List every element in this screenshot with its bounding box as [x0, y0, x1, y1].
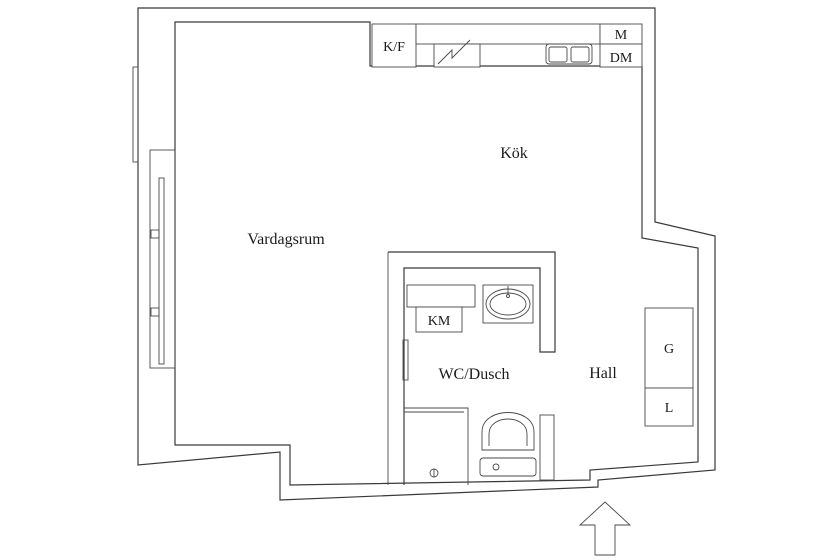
kitchen-fixtures	[371, 23, 643, 68]
label-fridge-freezer: K/F	[383, 40, 405, 55]
floor-drain-icon	[429, 468, 439, 478]
room-label-bath: WC/Dusch	[438, 366, 509, 383]
room-label-kitchen: Kök	[500, 145, 528, 162]
entrance-arrow-icon	[578, 501, 632, 556]
bathroom-fixtures	[406, 284, 537, 478]
wardrobe-l	[644, 387, 694, 427]
hall-wardrobes	[644, 307, 694, 427]
dishwasher	[599, 43, 643, 68]
label-wardrobe-g: G	[664, 342, 674, 357]
toilet-icon	[479, 412, 537, 477]
wardrobe-g	[644, 307, 694, 389]
label-microwave: M	[615, 28, 628, 43]
washing-machine	[415, 306, 463, 333]
outer-walls	[137, 7, 716, 501]
sink-icon	[545, 43, 593, 65]
room-label-hall: Hall	[589, 365, 617, 382]
label-wardrobe-l: L	[665, 401, 674, 416]
windows	[132, 66, 176, 369]
washbasin-icon	[485, 286, 531, 320]
fridge-freezer	[371, 23, 417, 68]
bathroom-walls	[387, 251, 556, 485]
room-label-living: Vardagsrum	[247, 231, 325, 248]
label-dishwasher: DM	[610, 51, 633, 66]
label-washer: KM	[428, 314, 451, 329]
stove-icon	[437, 39, 471, 65]
